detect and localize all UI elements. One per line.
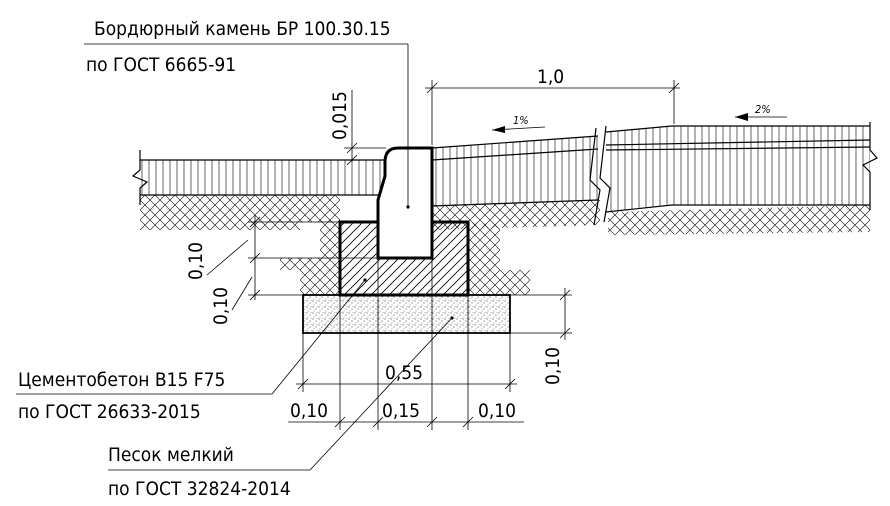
dim-bottom-parts	[288, 258, 524, 430]
break-middle	[589, 127, 601, 226]
dim-sand-right	[510, 288, 572, 340]
leader-sand	[108, 317, 453, 471]
slope1-label: 1%	[513, 114, 529, 127]
soil-hatch-around-base	[280, 220, 340, 295]
soil-hatch-right	[432, 200, 600, 230]
concrete-label-line1: Цементобетон В15 F75	[18, 369, 225, 391]
dim-right-offset-label: 0,10	[478, 400, 516, 422]
curb-label-line1: Бордюрный камень БР 100.30.15	[94, 18, 391, 40]
dim-layer2-label: 0,10	[210, 287, 232, 325]
dim-top	[425, 80, 680, 145]
dim-layer1-label: 0,10	[185, 242, 207, 280]
slope-arrow-1	[491, 126, 546, 133]
dim-left-offset-label: 0,10	[290, 400, 328, 422]
sand-layer	[302, 294, 511, 334]
dim-step	[344, 90, 386, 166]
leader-curb	[84, 43, 409, 207]
curb-label-line2: по ГОСТ 6665-91	[86, 54, 236, 76]
dim-sand-label: 0,10	[542, 347, 564, 385]
dim-top-label: 1,0	[537, 66, 564, 88]
concrete-label-line2: по ГОСТ 26633-2015	[18, 401, 201, 423]
slope2-label: 2%	[755, 103, 771, 116]
leader-concrete	[16, 279, 366, 395]
curb-stone	[376, 146, 434, 260]
pavement-right-2	[606, 126, 870, 212]
dim-total-label: 0,55	[385, 362, 423, 384]
soil-hatch-left	[140, 195, 340, 230]
sand-label-line1: Песок мелкий	[108, 444, 234, 466]
sand-label-line2: по ГОСТ 32824-2014	[108, 478, 291, 500]
soil-hatch-far-right	[608, 205, 870, 235]
dim-layers-left	[206, 215, 378, 311]
slope-arrow-2	[735, 113, 787, 121]
break-left	[131, 150, 149, 205]
dim-bottom-total	[296, 333, 517, 392]
pavement-right-1	[432, 136, 598, 206]
soil-hatch-right-base	[468, 222, 530, 295]
pavement-left	[140, 160, 385, 195]
break-right	[861, 122, 878, 210]
dim-step-label: 0,015	[329, 91, 351, 140]
dim-curb-width-label: 0,15	[382, 400, 420, 422]
